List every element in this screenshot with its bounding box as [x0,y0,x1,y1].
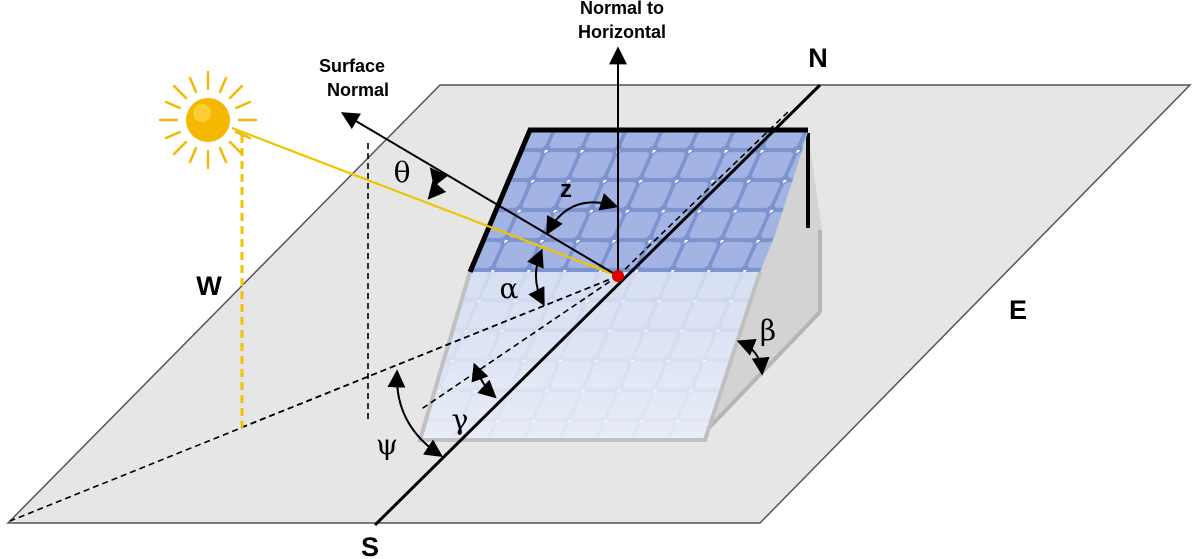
beta-arc [736,338,770,376]
panel-frame-top [467,127,808,273]
beta-label: β [760,314,776,347]
normal-to-horizontal-label-1: Normal to [580,0,664,18]
red-dot-icon [612,270,624,282]
theta-arc [427,167,448,200]
dashed-sun-projection [239,275,619,429]
panel-frame-bottom [417,271,762,442]
surface-normal-label-1: Surface [319,56,385,76]
south-north-line [373,83,822,527]
sun-ray [231,126,619,278]
east-label: E [1009,295,1027,325]
sun-icon [158,70,258,170]
north-label: N [808,43,828,73]
gamma-label: γ [452,403,469,436]
south-label: S [361,532,379,559]
west-label: W [196,271,222,301]
zenith-arc [546,193,619,236]
psi-label: ψ [376,428,398,461]
alpha-arc [527,248,545,307]
surface-normal-arrow [340,112,619,277]
zenith-label: z [560,176,572,203]
alpha-label: α [500,272,519,305]
solar-panel-upper [470,132,808,272]
theta-label: θ [394,156,411,189]
psi-arc [387,369,443,457]
normal-to-horizontal-label-2: Horizontal [578,22,666,42]
gamma-arc [471,362,497,399]
solar-panel-lower-veil [420,272,760,440]
surface-normal-label-2: Normal [327,80,389,100]
